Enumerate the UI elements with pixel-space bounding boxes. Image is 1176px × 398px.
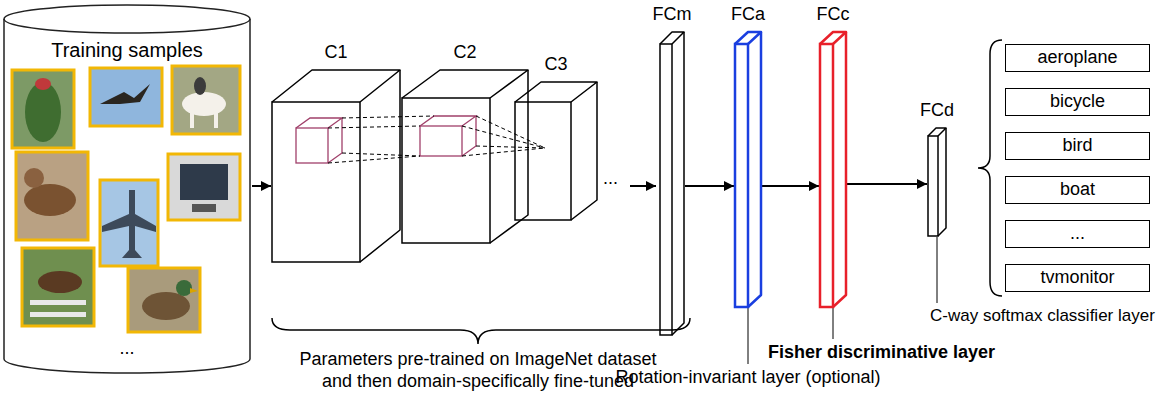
brace [272, 318, 690, 344]
layer-outline [402, 70, 528, 243]
class-box: bird [1005, 132, 1150, 160]
fc-layer: FCm [660, 32, 684, 335]
layer-outline [928, 128, 946, 236]
layer-outline [272, 70, 400, 262]
class-name: bicycle [1050, 91, 1105, 113]
layer-label: C2 [453, 42, 476, 64]
class-box: aeroplane [1005, 44, 1150, 72]
layer-label: FCa [731, 4, 765, 26]
flow-arrow [252, 185, 271, 187]
flow-arrow [685, 185, 734, 187]
conv-layer: C2 [402, 70, 528, 243]
class-box: ... [1005, 220, 1150, 248]
layer-label: FCc [817, 4, 850, 26]
flow-arrow [847, 183, 927, 185]
annotation: Fisher discriminative layer [768, 342, 995, 364]
conv-layer: C1 [272, 70, 400, 262]
annotation: Rotation-invariant layer (optional) [615, 367, 880, 389]
leader-line [833, 308, 834, 339]
class-name: boat [1060, 179, 1095, 201]
receptive-field [296, 116, 476, 163]
class-name: bird [1062, 135, 1092, 157]
annotation: C-way softmax classifier layer [930, 306, 1155, 326]
conv-layer: C3 [515, 82, 597, 220]
layer-label: FCm [653, 4, 692, 26]
bracket-caption: Parameters pre-trained on ImageNet datas… [285, 349, 671, 392]
fisher-layer: FCc [820, 32, 846, 307]
class-box: bicycle [1005, 88, 1150, 116]
class-box: boat [1005, 176, 1150, 204]
class-name: ... [1070, 223, 1085, 245]
brace [978, 40, 1002, 296]
layer-outline [660, 32, 684, 335]
class-box: tvmonitor [1005, 264, 1150, 292]
layer-outline [820, 32, 846, 307]
ellipsis: ... [603, 168, 618, 190]
layer-label: FCd [920, 100, 954, 122]
class-name: aeroplane [1037, 47, 1117, 69]
flow-arrow [630, 185, 656, 187]
layer-outline [735, 32, 761, 307]
rotation-invariant-layer: FCa [735, 32, 761, 307]
layer-outline [515, 82, 597, 220]
leader-line [937, 237, 938, 303]
leader-line [748, 308, 749, 364]
class-name: tvmonitor [1040, 267, 1114, 289]
ellipsis: ... [3, 338, 251, 360]
sample-images [12, 66, 240, 332]
flow-arrow [762, 185, 819, 187]
image-content [24, 77, 228, 320]
data-cylinder: Training samples... [3, 4, 251, 374]
cylinder-title: Training samples [3, 38, 251, 62]
softmax-layer: FCd [928, 128, 946, 236]
layer-label: C1 [324, 42, 347, 64]
layer-label: C3 [544, 54, 567, 76]
